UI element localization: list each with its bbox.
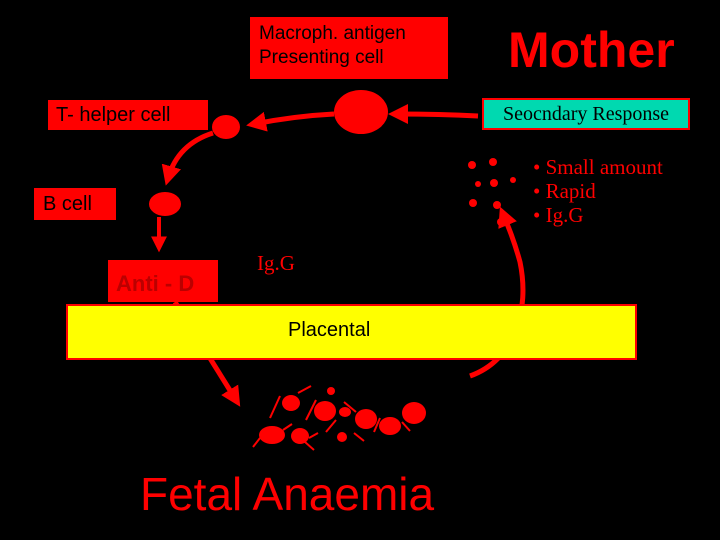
arrow-thelper-to-bcell bbox=[161, 130, 214, 186]
macrophage-cell bbox=[334, 90, 388, 134]
igg-label: Ig.G bbox=[257, 251, 295, 275]
placental-label: Placental bbox=[288, 319, 371, 341]
secondary-features-list: • Small amount • Rapid • Ig.G bbox=[533, 155, 663, 227]
fetal-anaemia-title: Fetal Anaemia bbox=[140, 468, 435, 520]
antibody-cluster bbox=[468, 158, 516, 226]
secondary-response-label: Seocndary Response bbox=[482, 98, 690, 130]
antibody-fragments bbox=[252, 385, 411, 451]
feature-item: • Ig.G bbox=[533, 203, 584, 227]
macrophage-label: Macroph. antigen Presenting cell bbox=[250, 17, 448, 79]
arrow-secondary-to-macrophage bbox=[388, 104, 479, 125]
arrow-macrophage-to-thelper bbox=[246, 111, 335, 132]
anti-d-label: Anti - D bbox=[108, 260, 218, 302]
b-cell bbox=[149, 192, 181, 216]
feature-item: • Rapid bbox=[533, 179, 596, 203]
b-cell-label: B cell bbox=[34, 188, 116, 220]
fetal-red-cells bbox=[259, 387, 426, 444]
t-helper-cell bbox=[212, 115, 240, 139]
t-helper-label: T- helper cell bbox=[48, 100, 208, 130]
feature-item: • Small amount bbox=[533, 155, 663, 179]
mother-title: Mother bbox=[508, 22, 675, 78]
placenta-barrier bbox=[66, 304, 637, 360]
